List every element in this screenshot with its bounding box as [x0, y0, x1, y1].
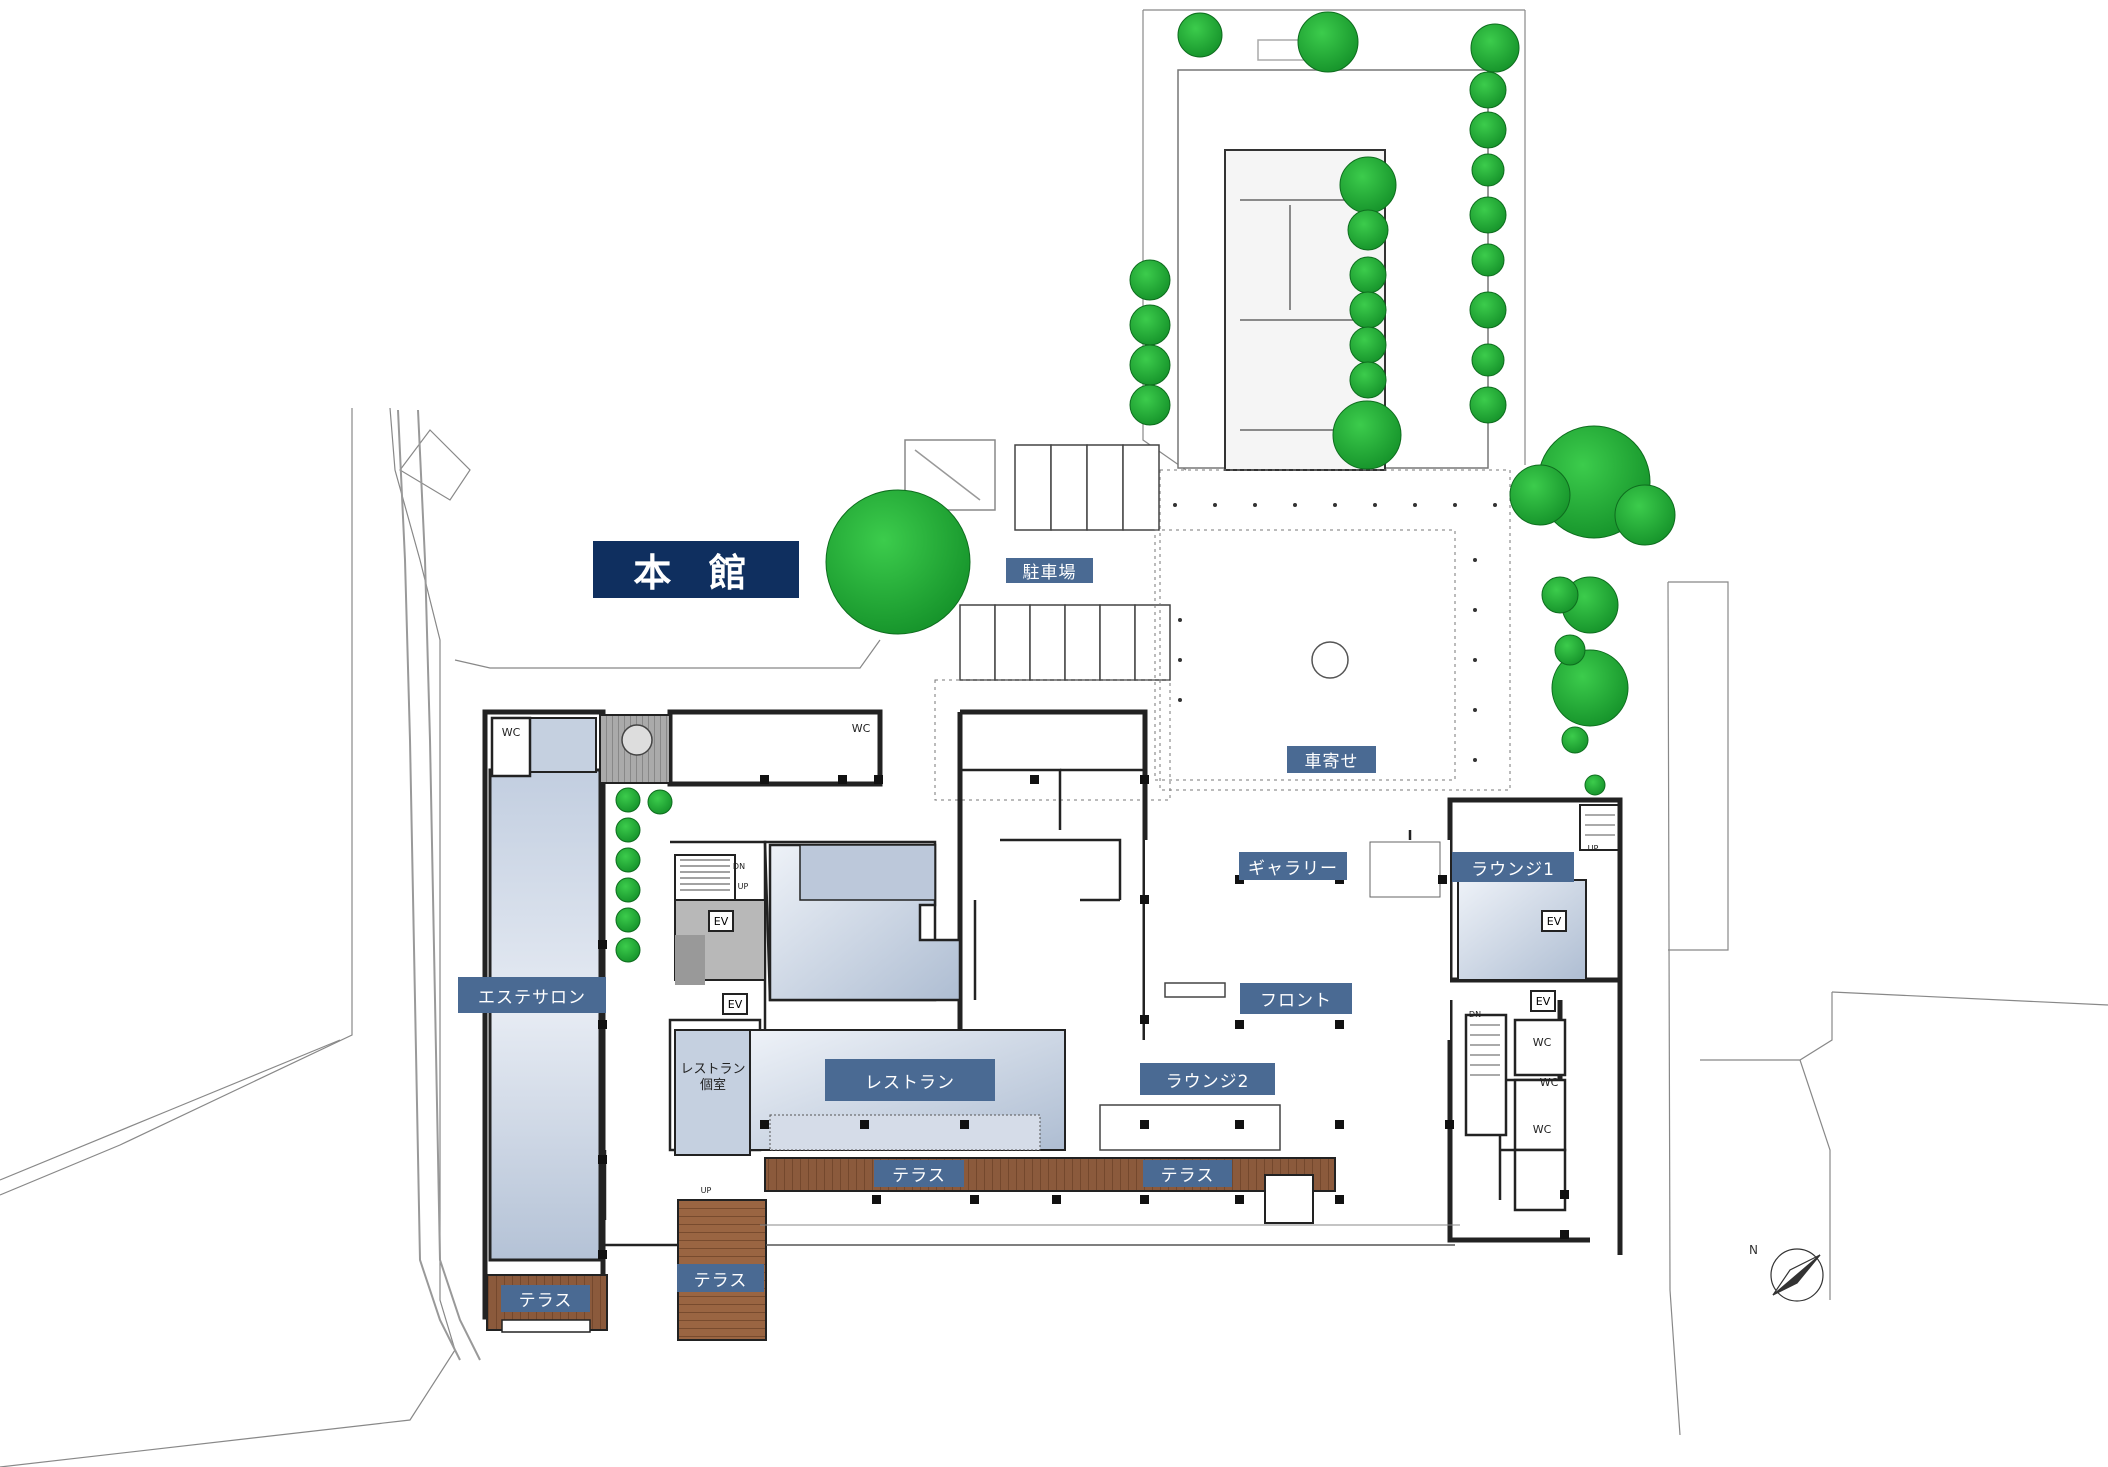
este-salon-upper [529, 717, 597, 773]
ev-lounge1: EV [1541, 910, 1567, 932]
label-este-salon: エステサロン [458, 977, 606, 1013]
stair-dn-right: DN [1468, 1009, 1482, 1019]
label-terrace-d: テラス [501, 1285, 590, 1312]
wc-top: WC [851, 721, 871, 735]
wc-box-left [490, 716, 532, 778]
lounge2-counter [1099, 1104, 1281, 1151]
terrace-main-deck [764, 1157, 1336, 1192]
ev-left-lower: EV [722, 993, 748, 1015]
porte-cochere-area [934, 469, 1511, 801]
label-front: フロント [1240, 983, 1352, 1014]
label-terrace-c: テラス [677, 1264, 764, 1292]
trees [615, 11, 1676, 963]
label-lounge2: ラウンジ2 [1140, 1063, 1275, 1095]
stair-dn-left: DN [732, 861, 746, 871]
terrace-left-inner [501, 1319, 591, 1333]
right-service-core [1464, 1013, 1567, 1212]
parking-bays-middle [959, 604, 1171, 681]
label-porte-cochere: 車寄せ [1287, 746, 1376, 773]
gallery-glass [1369, 841, 1441, 898]
stair-right [1470, 1024, 1500, 1076]
stair-left [674, 854, 736, 901]
stair-far-right [1579, 804, 1621, 851]
stair-up-left: UP [737, 881, 749, 891]
wc-right-3: WC [1532, 1122, 1552, 1136]
wc-right-1: WC [1532, 1035, 1552, 1049]
kitchen-top-block [799, 844, 936, 901]
terrace-right-box [1264, 1174, 1314, 1224]
label-terrace-a: テラス [874, 1160, 964, 1187]
compass-rose [1770, 1248, 1824, 1302]
private-room [674, 1029, 751, 1156]
bollards [1173, 503, 1497, 762]
label-parking: 駐車場 [1006, 558, 1093, 583]
label-terrace-b: テラス [1143, 1160, 1232, 1187]
building-title: 本 館 [593, 541, 799, 598]
upper-parking-structure [1177, 29, 1489, 471]
este-salon-room [488, 768, 602, 1262]
label-private-room: レストラン 個室 [680, 1062, 746, 1093]
ev-left-upper: EV [708, 910, 734, 932]
wc-right-2: WC [1539, 1075, 1559, 1089]
stair-up-terrace: UP [700, 1185, 712, 1195]
compass-north: N [1749, 1243, 1758, 1257]
front-counter [1164, 982, 1226, 998]
porte-cochere-circle [1311, 641, 1349, 679]
label-gallery: ギャラリー [1239, 852, 1347, 880]
ev-right: EV [1530, 990, 1556, 1012]
grate-circle [621, 724, 653, 756]
site-surroundings [0, 9, 2108, 1467]
retaining-wall-left [397, 409, 481, 1361]
stair-up-right: UP [1587, 843, 1599, 853]
label-restaurant: レストラン [825, 1059, 995, 1101]
label-lounge1: ラウンジ1 [1452, 852, 1574, 882]
wc-left: WC [501, 725, 521, 739]
service-grey-lower [675, 935, 705, 985]
restaurant-strip [769, 1114, 1041, 1151]
